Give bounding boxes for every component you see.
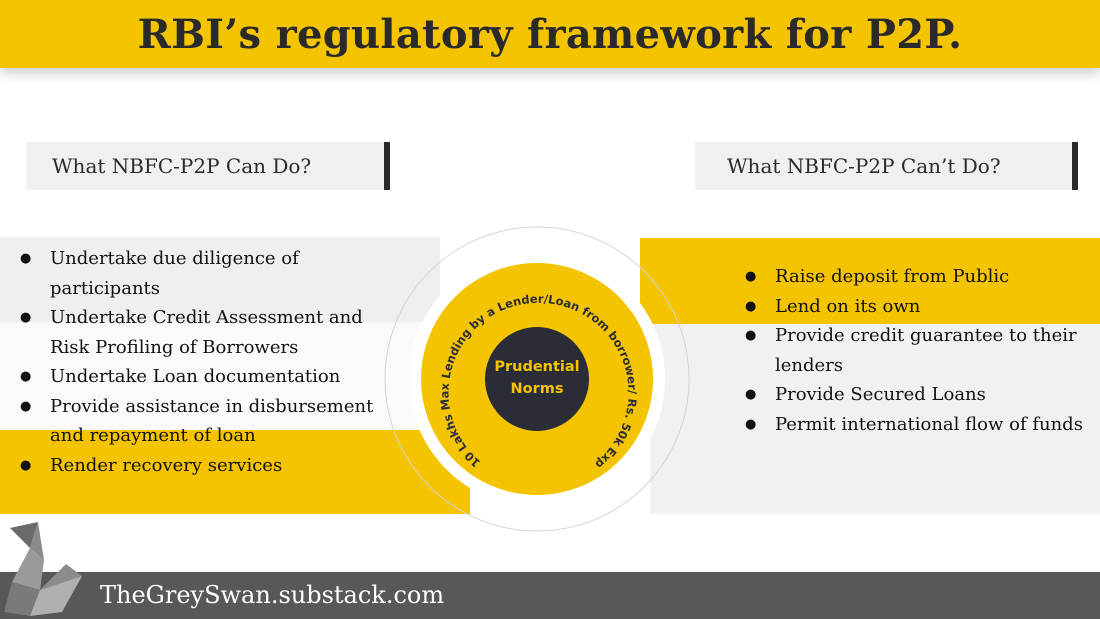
list-item: Provide Secured Loans	[745, 380, 1085, 410]
list-item: Permit international flow of funds	[745, 410, 1085, 440]
list-item: Provide credit guarantee to their lender…	[745, 321, 1085, 380]
list-item: Undertake Loan documentation	[20, 362, 400, 392]
list-item: Undertake due diligence of participants	[20, 244, 400, 303]
title-band: RBI’s regulatory framework for P2P.	[0, 0, 1100, 68]
list-item: Undertake Credit Assessment and Risk Pro…	[20, 303, 400, 362]
prudential-norms-diagram: 10 Lakhs Max Lending by a Lender/Loan fr…	[380, 207, 690, 532]
footer-bar	[0, 572, 1100, 619]
origami-swan-logo-icon	[4, 522, 82, 616]
list-item: Provide assistance in disbursement and r…	[20, 392, 400, 451]
can-do-list: Undertake due diligence of participants …	[20, 244, 400, 480]
center-label-line1: Prudential	[494, 359, 579, 375]
page-title: RBI’s regulatory framework for P2P.	[137, 11, 963, 58]
dark-center	[485, 327, 589, 431]
cant-do-list: Raise deposit from Public Lend on its ow…	[745, 262, 1085, 439]
list-item: Render recovery services	[20, 451, 400, 481]
list-item: Lend on its own	[745, 292, 1085, 322]
footer-text[interactable]: TheGreySwan.substack.com	[100, 581, 445, 609]
list-item: Raise deposit from Public	[745, 262, 1085, 292]
can-do-heading: What NBFC-P2P Can Do?	[26, 142, 390, 190]
center-label-line2: Norms	[511, 381, 564, 397]
cant-do-heading: What NBFC-P2P Can’t Do?	[695, 142, 1078, 190]
